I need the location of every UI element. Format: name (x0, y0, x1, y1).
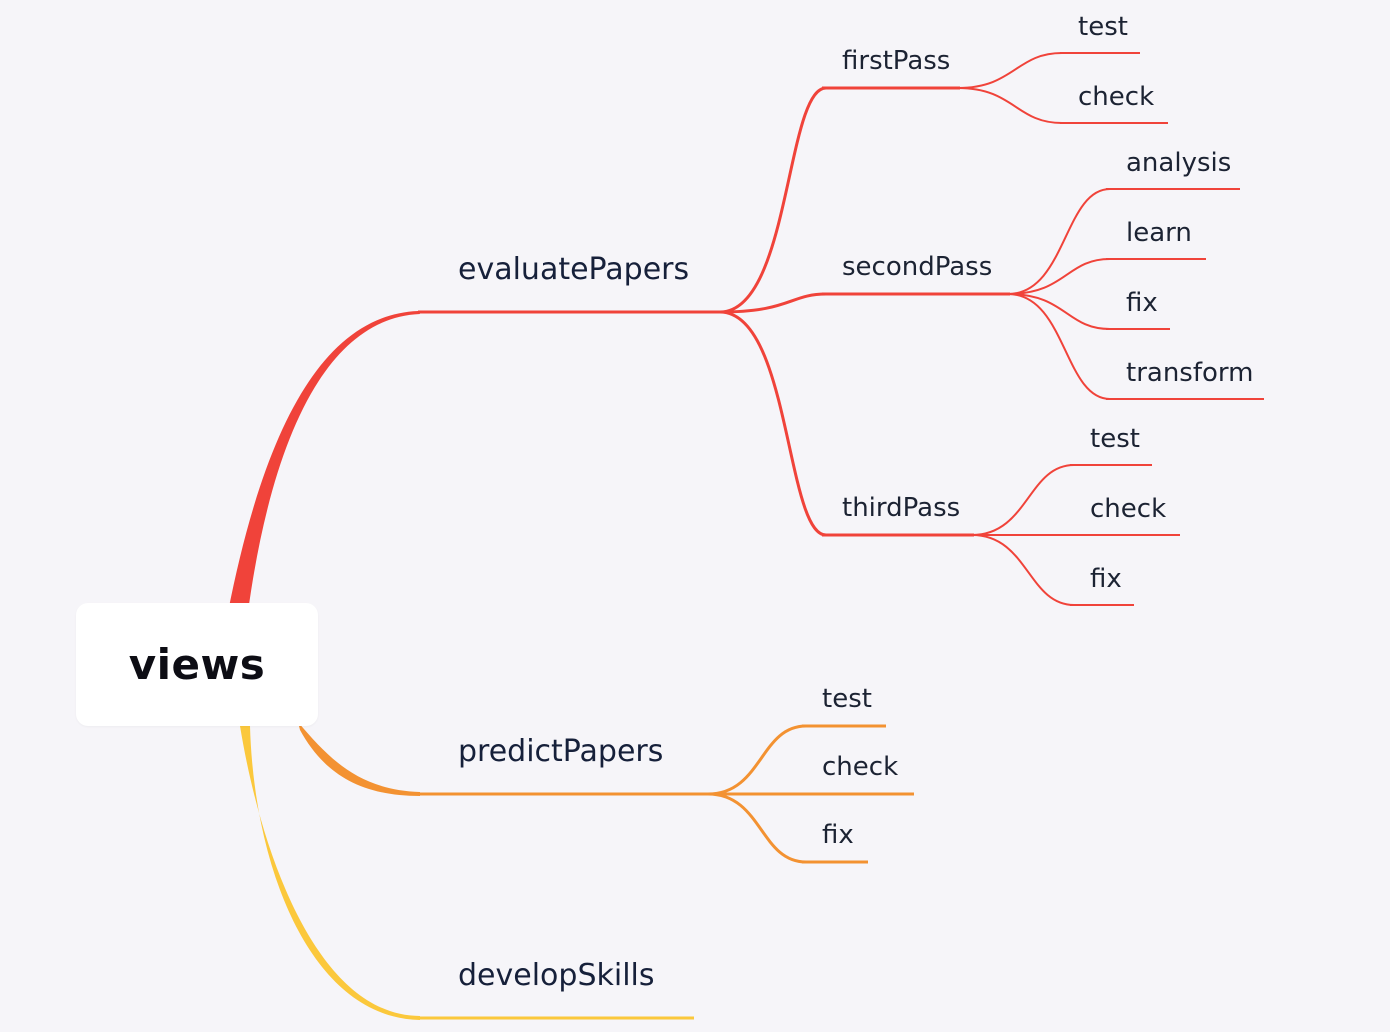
leaf-thirdpass-test[interactable]: test (1090, 424, 1140, 454)
leaf-secondpass-analysis[interactable]: analysis (1126, 148, 1232, 178)
leaf-predictpapers-test[interactable]: test (822, 684, 872, 714)
topic-developskills[interactable]: developSkills (458, 958, 655, 993)
connectors-thirdpass (971, 464, 1180, 606)
topic-evaluatepapers[interactable]: evaluatePapers (458, 252, 690, 287)
connectors-secondpass (1007, 188, 1264, 400)
leaf-thirdpass-check[interactable]: check (1090, 494, 1167, 524)
subtopic-thirdpass[interactable]: thirdPass (842, 493, 961, 523)
leaf-firstpass-test[interactable]: test (1078, 12, 1128, 42)
leaf-predictpapers-fix[interactable]: fix (822, 820, 854, 850)
leaf-secondpass-transform[interactable]: transform (1126, 358, 1254, 388)
connector-root-developskills (240, 726, 420, 1020)
leaf-secondpass-fix[interactable]: fix (1126, 288, 1158, 318)
connector-root-evaluatepapers (228, 311, 420, 612)
root-label: views (128, 640, 266, 689)
root-node[interactable]: views (76, 603, 318, 726)
subtopic-firstpass[interactable]: firstPass (842, 46, 951, 76)
connectors-predictpapers (707, 724, 914, 864)
connector-root-predictpapers (298, 722, 420, 796)
leaf-predictpapers-check[interactable]: check (822, 752, 899, 782)
topic-predictpapers[interactable]: predictPapers (458, 734, 664, 769)
leaf-thirdpass-fix[interactable]: fix (1090, 564, 1122, 594)
subtopic-secondpass[interactable]: secondPass (842, 252, 993, 282)
leaf-firstpass-check[interactable]: check (1078, 82, 1155, 112)
leaf-secondpass-learn[interactable]: learn (1126, 218, 1192, 248)
connectors-evaluatepapers (719, 86, 1010, 537)
connectors-firstpass (957, 52, 1168, 124)
